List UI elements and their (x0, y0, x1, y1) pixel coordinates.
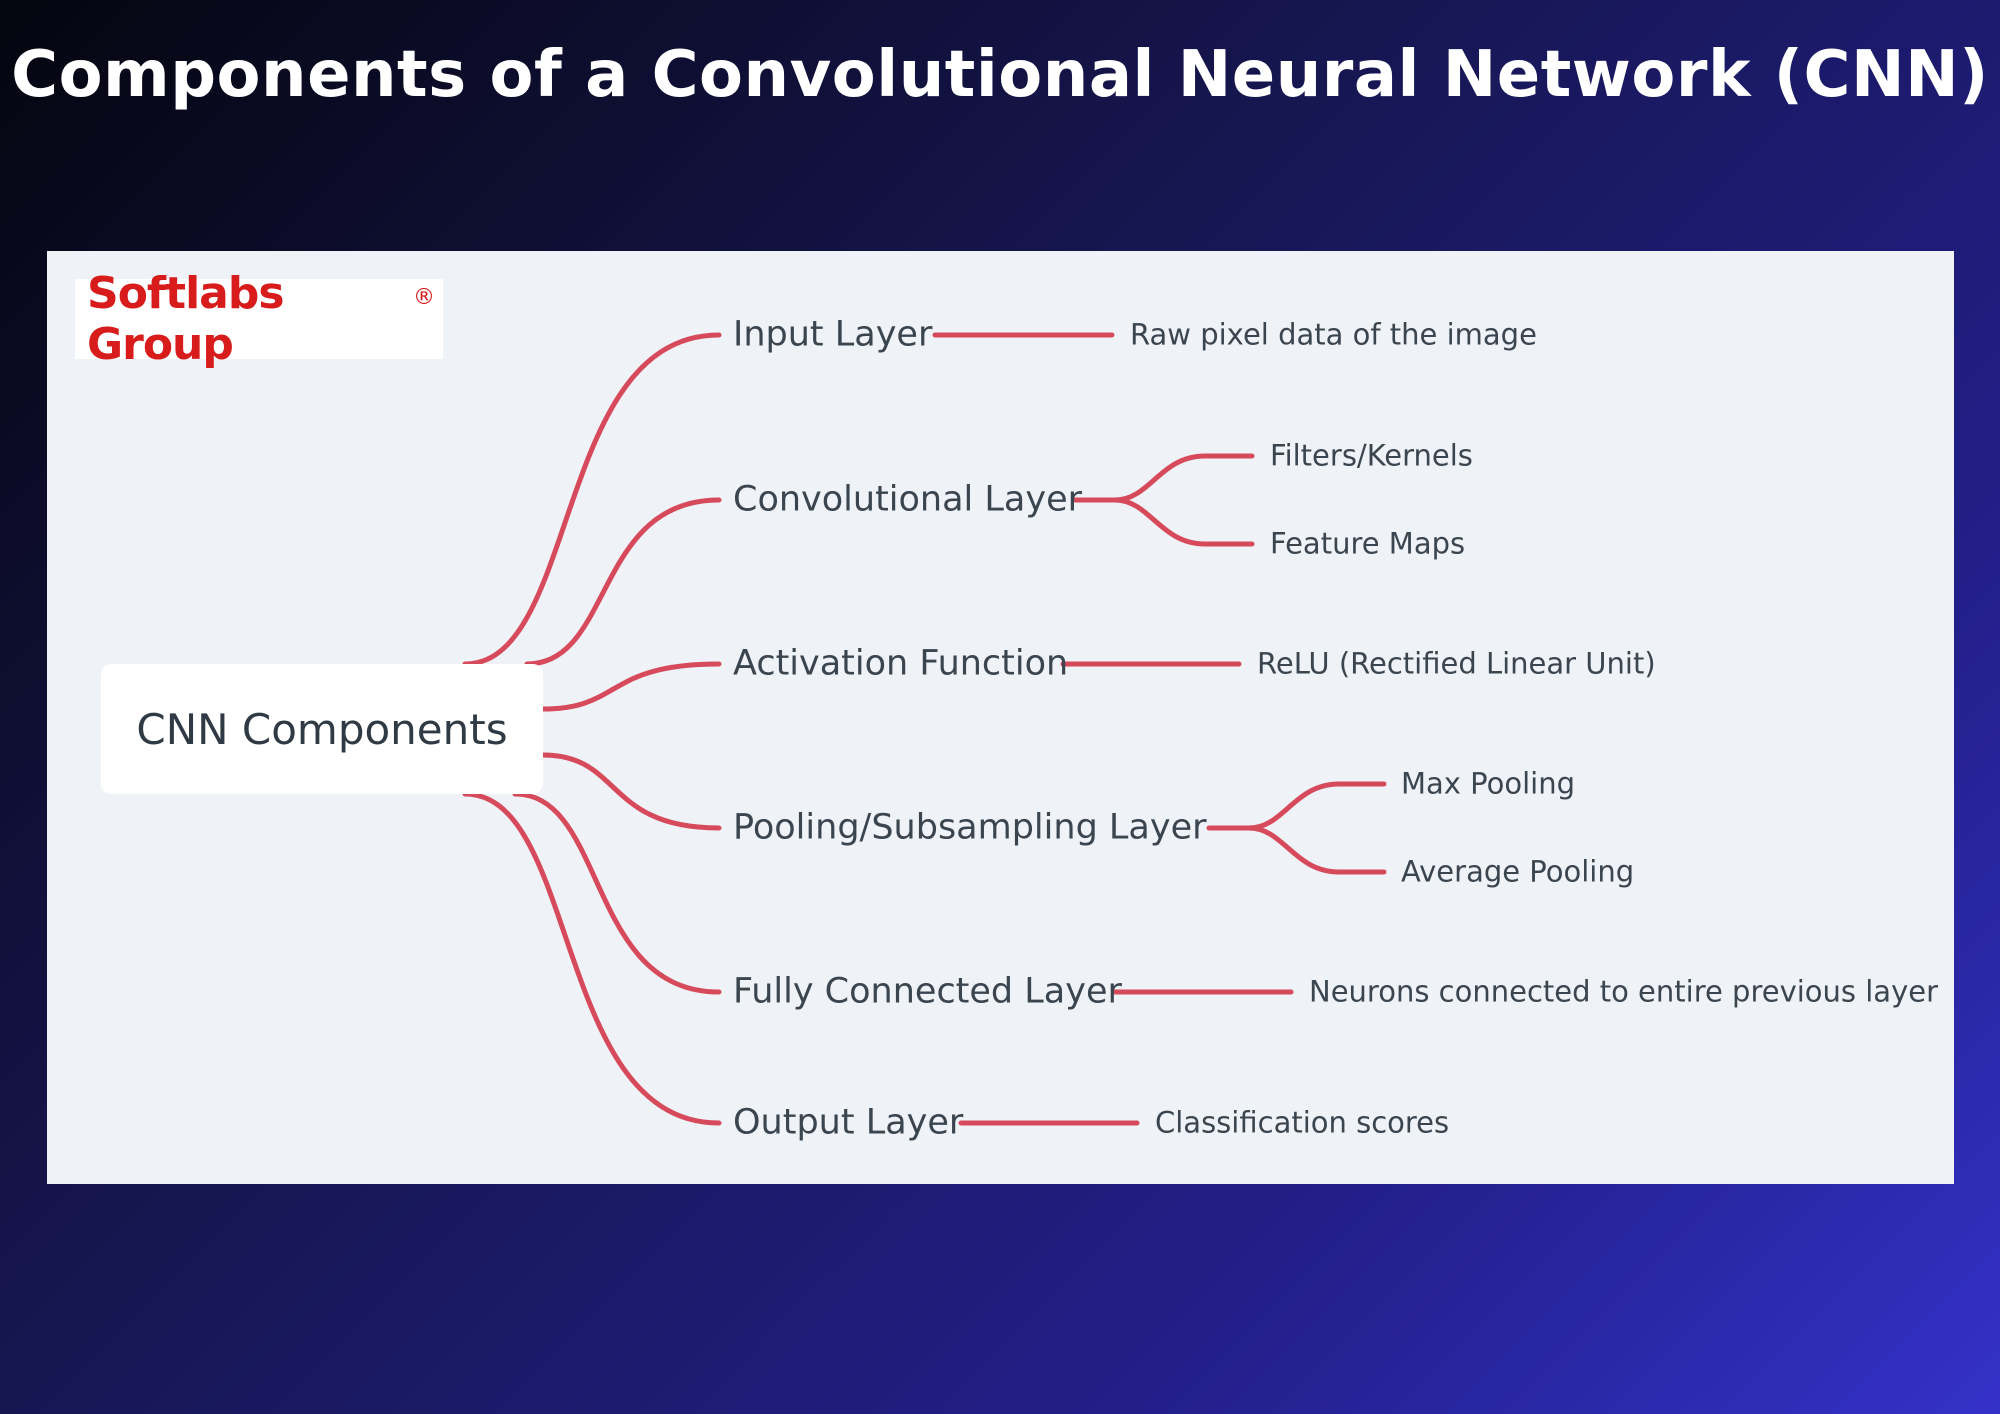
branch-fully-connected-layer: Fully Connected Layer (733, 971, 1122, 1012)
leaf-average-pooling: Average Pooling (1401, 854, 1635, 889)
branch-connector-5 (462, 791, 722, 1126)
branch-connector-0 (462, 332, 722, 667)
fork-arm-1-1 (1246, 825, 1387, 875)
leaf-neurons-connected: Neurons connected to entire previous lay… (1309, 974, 1939, 1009)
branch-output-layer: Output Layer (733, 1102, 964, 1143)
leaf-filters-kernels: Filters/Kernels (1270, 438, 1473, 473)
connector-lines (462, 332, 1387, 1126)
branch-connector-2 (540, 661, 722, 712)
branch-connector-3 (540, 752, 722, 831)
leaf-classification-scores: Classification scores (1155, 1105, 1450, 1140)
branch-convolutional-layer: Convolutional Layer (733, 479, 1082, 520)
registered-mark: ® (413, 285, 435, 310)
leaf-raw-pixel-data: Raw pixel data of the image (1130, 317, 1537, 352)
company-logo: Softlabs Group ® (75, 268, 443, 370)
root-node: CNN Components (101, 664, 543, 794)
branch-activation-function: Activation Function (733, 643, 1069, 684)
page-title: Components of a Convolutional Neural Net… (11, 38, 1989, 112)
fork-arm-0-0 (1112, 453, 1255, 503)
leaf-feature-maps: Feature Maps (1270, 526, 1466, 561)
fork-arm-1-0 (1246, 781, 1387, 831)
branch-pooling-layer: Pooling/Subsampling Layer (733, 807, 1207, 848)
branch-input-layer: Input Layer (733, 314, 933, 355)
branch-connector-1 (524, 497, 722, 667)
logo-text: Softlabs Group (87, 268, 285, 370)
branch-connector-4 (512, 791, 722, 995)
leaf-relu: ReLU (Rectified Linear Unit) (1257, 646, 1656, 681)
fork-arm-0-1 (1112, 497, 1255, 547)
leaf-max-pooling: Max Pooling (1401, 766, 1576, 801)
mind-map-panel: Softlabs Group ® CNN Components Input La… (47, 251, 1954, 1184)
